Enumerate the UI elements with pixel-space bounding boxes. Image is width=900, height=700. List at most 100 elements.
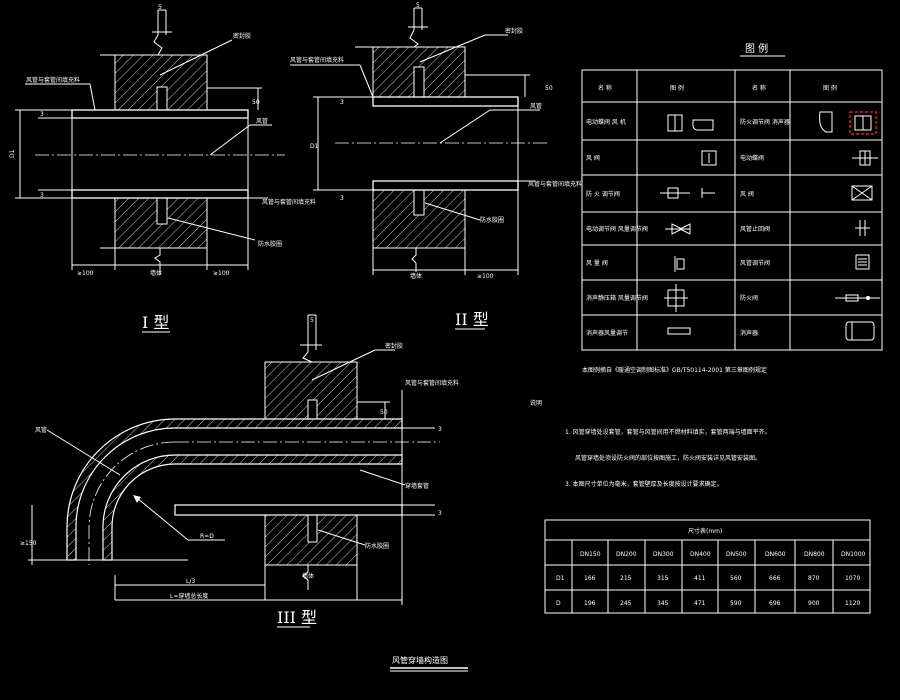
size-cell: 900	[808, 600, 820, 607]
type1-label: I 型	[142, 313, 169, 332]
type2-dim-d1: D1	[310, 143, 319, 150]
size-cell: 345	[657, 600, 669, 607]
type2-label: II 型	[455, 310, 489, 329]
note-3: 3. 本图尺寸单位为毫米，套管壁厚及长度按设计要求确定。	[565, 480, 723, 488]
type1-wall-label: 墙体	[150, 269, 162, 277]
legend-title: 图 例	[745, 42, 768, 55]
note-1: 1. 风管穿墙处设套管，套管与风管间用不燃材料填实，套管两端与墙面平齐。	[565, 428, 771, 436]
type1-dim-right: ≥100	[213, 270, 230, 277]
type2-wall-label: 墙体	[410, 272, 422, 280]
type1-pipe-wall-top	[71, 109, 249, 119]
legend-table: 图 例 名 称 图 例 名 称 图 例 电动蝶阀 风 机 防火调节阀 消声器 风…	[581, 42, 883, 374]
size-cell: 315	[657, 575, 669, 582]
type1-dim-left: ≥100	[77, 270, 94, 277]
type3-dim-l: L=穿墙总长度	[170, 592, 208, 600]
legend-row3-name1: 防 火 调节阀	[586, 190, 620, 198]
size-cell: 196	[584, 600, 596, 607]
type2-dim-right: ≥100	[477, 273, 494, 280]
type3-dim-3b: 3	[438, 510, 442, 517]
type2-callout-pipe: 风管	[530, 102, 542, 110]
silencer-small-symbol	[667, 327, 691, 335]
legend-row4-name2: 风管止回阀	[740, 225, 770, 233]
type1-dim-5: 5	[158, 4, 162, 11]
size-cell: 411	[694, 575, 706, 582]
type3-dim-r: R=D	[200, 533, 214, 540]
size-col-header: DN500	[726, 551, 747, 558]
type2-dim-50: 50	[545, 85, 553, 92]
check-valve-symbol	[855, 220, 870, 236]
type2-callout-ring: 防水胶圈	[480, 216, 504, 224]
legend-row2-name2: 电动蝶阀	[740, 154, 764, 162]
size-cell: 696	[769, 600, 781, 607]
type3-callout-sleeve: 穿墙套管	[405, 482, 429, 490]
legend-row1-name1: 电动蝶阀 风 机	[586, 118, 626, 126]
type3-dim-5: 5	[310, 317, 314, 324]
highlighted-symbol	[849, 111, 877, 135]
size-cell: 1070	[845, 575, 860, 582]
legend-header-1: 名 称	[598, 84, 612, 92]
type3-view: 5 50 3 3 ≥150 R=D L/3 L=穿墙总长度 墙体 风管 密封胶 …	[20, 314, 459, 628]
type1-callout-sealant: 密封胶	[233, 32, 251, 40]
fire-valve-symbol	[835, 294, 880, 302]
drawing-title: 风管穿墙构造图	[392, 655, 448, 665]
size-col-header: DN300	[653, 551, 674, 558]
size-cell: 590	[730, 600, 742, 607]
type1-dim-d1: D1	[9, 149, 16, 158]
size-col-header: DN200	[616, 551, 637, 558]
type1-dim-3a: 3	[40, 111, 44, 118]
type1-sealant-top	[156, 86, 168, 111]
type1-sealant-bottom	[156, 197, 168, 225]
box-x-symbol	[851, 185, 873, 201]
type3-wall-label: 墙体	[302, 572, 314, 580]
legend-row5-name1: 风 量 阀	[586, 259, 608, 267]
size-table-title: 尺寸表(mm)	[688, 527, 722, 535]
damper-symbol	[667, 114, 714, 132]
size-cell: 166	[584, 575, 596, 582]
legend-row5-name2: 风管调节阀	[740, 259, 770, 267]
size-table: 尺寸表(mm) DN150 DN200 DN300 DN400 DN500 DN600 DN…	[544, 519, 871, 614]
type3-label: III 型	[277, 608, 317, 627]
type2-sealant-top	[413, 66, 425, 98]
type1-pipe-wall-bottom	[71, 189, 249, 199]
legend-header-2: 图 例	[670, 84, 684, 92]
size-col-header: DN1000	[841, 551, 866, 558]
size-cell: 215	[620, 575, 632, 582]
type2-pipe-wall-top	[372, 96, 519, 107]
legend-header-3: 名 称	[752, 84, 766, 92]
type1-callout-pipe: 风管	[256, 117, 268, 125]
size-col-header: DN600	[765, 551, 786, 558]
type3-dim-150: ≥150	[20, 540, 37, 547]
legend-row1-name2: 防火调节阀 消声器	[740, 118, 790, 126]
size-cell: 870	[808, 575, 820, 582]
type2-dim-3a: 3	[340, 99, 344, 106]
legend-row4-name1: 电动调节阀 风量调节阀	[586, 225, 648, 233]
size-col-header: DN150	[580, 551, 601, 558]
notes-title: 说明	[530, 399, 542, 407]
silencer-symbol	[845, 321, 875, 341]
legend-row7-name1: 消声器风量调节	[586, 329, 628, 337]
butterfly-valve-symbol	[852, 150, 878, 166]
size-cell: 471	[694, 600, 706, 607]
size-cell: 1120	[845, 600, 860, 607]
legend-row7-name2: 消声器	[740, 329, 758, 337]
type1-dim-3b: 3	[40, 192, 44, 199]
size-col-header: DN400	[690, 551, 711, 558]
legend-row6-name1: 消声静压箱 风量调节阀	[586, 294, 648, 302]
type2-view: 5 50 3 3 D1 ≥100 墙体 风管与套管间填充料 密封胶 风管 风管与…	[290, 2, 582, 330]
size-cell: 245	[620, 600, 632, 607]
type3-sealant-bottom	[307, 514, 318, 543]
type3-callout-ring: 防水胶圈	[365, 542, 389, 550]
type3-dim-3a: 3	[438, 426, 442, 433]
motor-valve-symbol	[665, 223, 691, 235]
size-cell: 666	[769, 575, 781, 582]
valve-symbol	[701, 150, 717, 166]
legend-header-4: 图 例	[823, 84, 837, 92]
type1-callout-filler2: 风管与套管间填充料	[262, 198, 316, 206]
type3-callout-sealant: 密封胶	[385, 342, 403, 350]
type2-callout-sealant: 密封胶	[505, 27, 523, 35]
size-row-label: D	[556, 600, 561, 607]
legend-note: 本图例摘自《暖通空调制图标准》GB/T50114-2001 第三章图例规定	[582, 366, 767, 374]
type1-callout-filler: 风管与套管间填充料	[26, 76, 80, 84]
grille-symbol	[855, 254, 870, 270]
